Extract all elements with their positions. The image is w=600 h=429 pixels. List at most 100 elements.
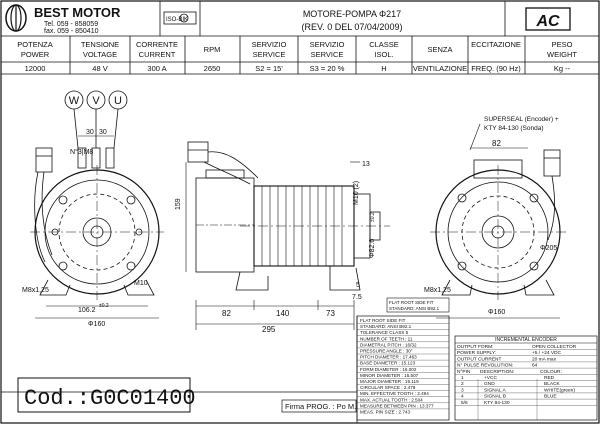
- spline-row: MEAS. PIN SIZE : 2.743: [360, 410, 410, 415]
- dim-106-tol: ±0.2: [99, 303, 109, 309]
- dim-295: 295: [262, 325, 276, 334]
- spec-vent-value: VENTILAZIONE: [413, 64, 467, 73]
- iso-badge-label: ISO-BIK: [166, 17, 188, 23]
- encoder-spec-key: OUTPUT CURRENT: [457, 356, 501, 362]
- encoder-pin-cell: WHITE(green): [544, 387, 575, 393]
- encoder-pin-header: N°PIN: [457, 369, 471, 375]
- title-block: BEST MOTOR Tel. 059 - 858059 fax. 059 - …: [1, 1, 599, 37]
- spec-class-value: H: [381, 64, 386, 73]
- encoder-pin-header: DESCRIPTION:: [480, 369, 514, 375]
- ac-box: [525, 7, 571, 31]
- dim-phi160-left: Φ160: [88, 321, 105, 328]
- spec-weight-en: WEIGHT: [547, 50, 577, 59]
- dim-82: 82: [222, 309, 231, 318]
- spec-class-en: ISOL.: [374, 50, 393, 59]
- signature-box: [281, 399, 357, 413]
- spec-voltage-it: TENSIONE: [81, 40, 119, 49]
- encoder-note-1: SUPERSEAL (Encoder) +: [484, 116, 559, 123]
- spec-voltage-en: VOLTAGE: [83, 50, 117, 59]
- encoder-spec-key: N° PULSE REVOLUTION:: [457, 363, 513, 369]
- encoder-note-2: KTY 84-130 (Sonda): [484, 125, 544, 132]
- spline-row: DIAMETRAL PITCH : 16/32: [360, 342, 417, 347]
- terminal-u-label: U: [114, 95, 122, 107]
- spline-note-box: [386, 297, 450, 313]
- side-view: 159 13 M10 (2) Φ82.6 ±0.2 5 7.5 82 140 7…: [175, 141, 450, 334]
- logo-text: BEST MOTOR: [34, 5, 121, 20]
- dim-30-b: 30: [99, 129, 107, 136]
- phone-number: Tel. 059 - 858059: [44, 21, 98, 28]
- dim-159: 159: [175, 198, 182, 210]
- spline-row: NUMBER OF TEETH : 11: [360, 336, 413, 341]
- dim-106: 106.2: [78, 307, 96, 314]
- connector-left: [35, 147, 53, 173]
- spline-row: TOLERANCE CLASS 5: [360, 330, 409, 335]
- dim-phi205: Φ205: [540, 245, 557, 252]
- spec-s2-it: SERVIZIO: [252, 40, 287, 49]
- dim-phi82-6: Φ82.6: [369, 239, 376, 258]
- specs-table: POTENZA POWER 12000 TENSIONE VOLTAGE 48 …: [1, 36, 599, 75]
- dim-7-5: 7.5: [352, 294, 362, 301]
- dim-m8x125-right: M8x1,25: [424, 287, 451, 294]
- encoder-spec-value: OPEN COLLECTOR: [532, 344, 577, 350]
- spec-rpm-label: RPM: [204, 45, 221, 54]
- dim-phi160-right: Φ160: [488, 309, 505, 316]
- encoder-pin-cell: 4: [461, 394, 464, 400]
- dim-73: 73: [326, 309, 335, 318]
- spec-s2-value: S2 = 15': [255, 64, 283, 73]
- encoder-pin-cell: BLACK: [544, 381, 561, 387]
- encoder-table: INCREMENTAL ENCODER OUTPUT FORM:OPEN COL…: [454, 335, 598, 421]
- encoder-pin-cell: SIGNAL B: [484, 394, 506, 400]
- spline-row: MEASURE BETWEEN PIN : 13.377: [360, 403, 434, 408]
- dim-m10-2: M10 (2): [353, 181, 360, 205]
- spec-power-value: 12000: [25, 64, 46, 73]
- encoder-pin-header: COLOUR:: [540, 369, 562, 375]
- code-box: [17, 377, 191, 413]
- spec-power-en: POWER: [21, 50, 50, 59]
- spec-power-it: POTENZA: [17, 40, 52, 49]
- iso-badge: [163, 11, 197, 25]
- spec-current-en: CURRENT: [139, 50, 176, 59]
- drawing-title: MOTORE-POMPA Φ217: [303, 9, 401, 19]
- signature: Firma PROG. : Po M.: [285, 402, 356, 411]
- dim-phi82-6-tol: ±0.2: [370, 212, 376, 222]
- encoder-pin-cell: KTY 84-130: [484, 400, 510, 406]
- encoder-spec-value: 64: [532, 363, 538, 369]
- dim-m8x125-left: M8x1,25: [22, 287, 49, 294]
- spline-row: BASE DIAMETER : 15.123: [360, 361, 416, 366]
- spec-current-value: 300 A: [147, 64, 166, 73]
- encoder-pin-cell: SIGNAL A: [484, 387, 506, 393]
- encoder-spec-value: +5 / +24 VDC: [532, 350, 562, 356]
- spec-weight-value: Kg --: [554, 64, 571, 73]
- encoder-spec-value: 20 mA max: [532, 356, 557, 362]
- encoder-pin-cell: BLUE: [544, 394, 557, 400]
- spline-note-title: FLAT ROOT SIDE FIT: [389, 300, 434, 305]
- spec-s3-en: SERVICE: [311, 50, 344, 59]
- spec-s3-it: SERVIZIO: [310, 40, 345, 49]
- spline-row: MAX. ACTUAL TOOTH : 2.504: [360, 397, 423, 402]
- spline-row: STANDARD: ANSI B92.1: [360, 324, 412, 329]
- spec-s3-value: S3 = 20 %: [310, 64, 345, 73]
- encoder-pin-cell: RED: [544, 375, 555, 381]
- encoder-pin-cell: 5/6: [461, 400, 468, 406]
- spline-row: MAJOR DIAMETER : 19.119: [360, 379, 419, 384]
- terminal-v-label: V: [92, 95, 100, 107]
- part-code: Cod.:G0C01400: [24, 386, 196, 411]
- spline-row: CIRCULAR SPACE : 2.479: [360, 385, 416, 390]
- dim-30-a: 30: [86, 129, 94, 136]
- dim-140: 140: [276, 309, 290, 318]
- encoder-pin-cell: +VCC: [484, 375, 497, 381]
- encoder-pin-cell: GND: [484, 381, 495, 387]
- front-view-right: SUPERSEAL (Encoder) + KTY 84-130 (Sonda)…: [424, 116, 566, 319]
- dim-82-right: 82: [492, 139, 501, 148]
- ac-label: AC: [535, 13, 560, 30]
- dim-5: 5: [356, 282, 360, 289]
- spec-weight-it: PESO: [552, 40, 573, 49]
- encoder-pin-cell: 2: [461, 381, 464, 387]
- dim-n3m8: N°3|M8: [70, 148, 93, 156]
- spec-class-it: CLASSE: [369, 40, 399, 49]
- spline-row: PRESSURE ANGLE : 30°: [360, 349, 413, 354]
- encoder-table-title: INCREMENTAL ENCODER: [495, 337, 557, 343]
